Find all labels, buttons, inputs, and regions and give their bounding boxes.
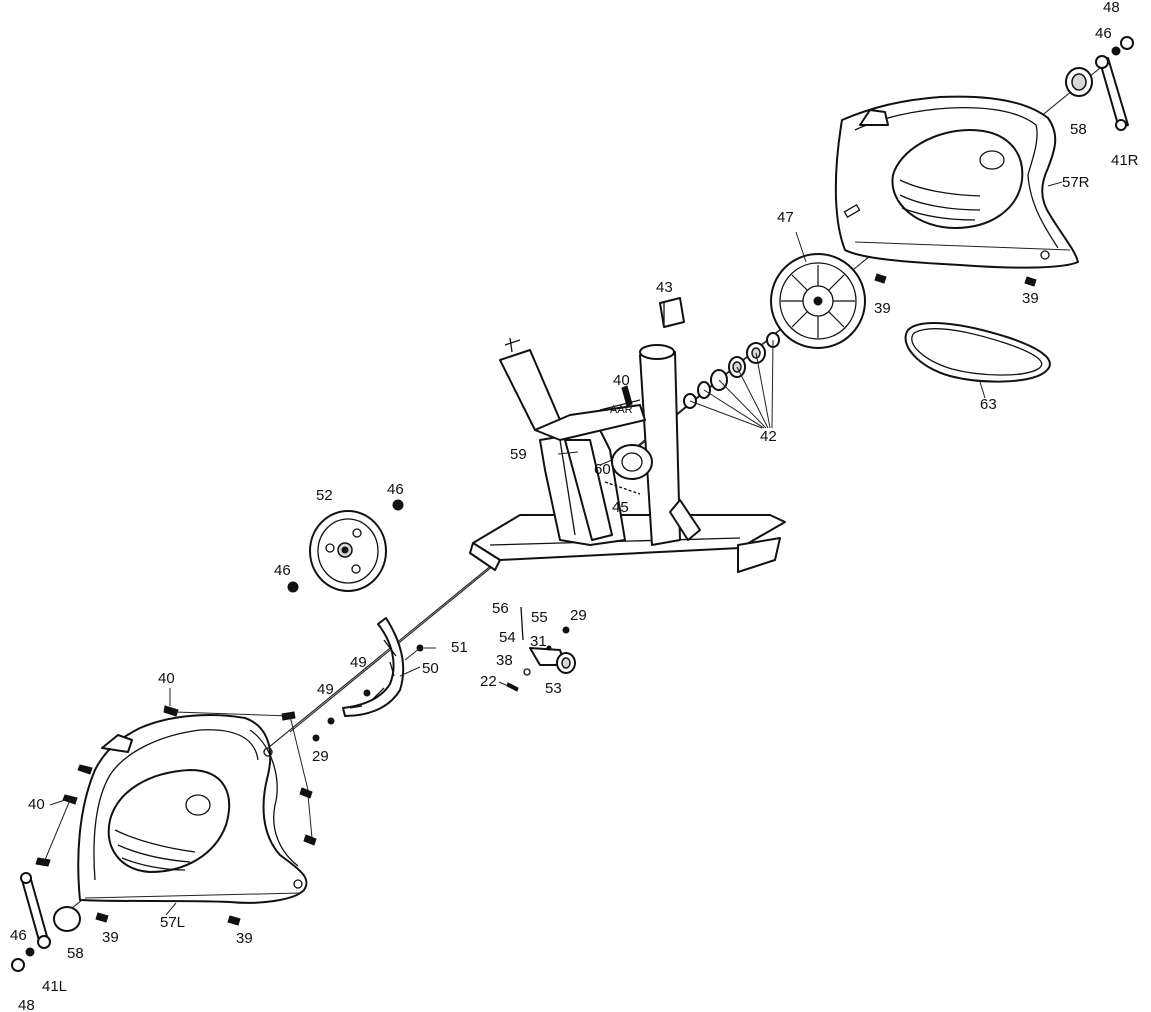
label-46-b: 46 [274,562,291,579]
drive-pulley-wheel [770,253,866,349]
tension-spring [604,481,641,495]
right-pedal-pulley [1065,67,1093,97]
label-57R: 57R [1062,174,1090,191]
bolt-56 [520,606,524,641]
label-46-bot: 46 [10,927,27,944]
label-29-r: 29 [570,607,587,624]
nut-49-a [363,689,371,697]
leader-lines-42 [689,339,774,429]
label-29-l: 29 [312,748,329,765]
label-49-b: 49 [317,681,334,698]
label-55: 55 [531,609,548,626]
bolt-40-mid [621,385,633,407]
magnet-bracket [342,617,405,717]
nut-31 [546,645,552,651]
label-22: 22 [480,673,497,690]
tension-arm-assembly [529,647,576,674]
svg-text:AAR: AAR [610,404,633,416]
screw-39-r2 [1024,276,1037,287]
nut-46-b [287,581,299,593]
right-side-cover [834,95,1079,269]
callout-leader-lines [49,181,1063,916]
label-53: 53 [545,680,562,697]
washer-38 [523,668,531,676]
left-cover-screws [35,705,317,867]
label-38: 38 [496,652,513,669]
label-48-bot: 48 [18,997,35,1012]
label-42: 42 [760,428,777,445]
foam-block [659,297,685,328]
label-46-a: 46 [387,481,404,498]
screw-39-l1 [95,912,109,923]
left-crank-arm [20,872,51,949]
label-60: 60 [594,461,611,478]
right-crank-nut [1120,36,1134,50]
label-43: 43 [656,279,673,296]
label-50: 50 [422,660,439,677]
label-58-right: 58 [1070,121,1087,138]
left-washer [25,947,35,957]
label-46-top: 46 [1095,25,1112,42]
label-31: 31 [530,633,547,650]
left-pedal-pulley [53,906,81,932]
right-crank-arm [1095,55,1129,131]
label-48-top: 48 [1103,0,1120,16]
nut-29-l [312,734,320,742]
label-59: 59 [510,446,527,463]
bolt-22 [506,682,519,692]
main-frame: AAR [469,337,786,573]
bearing-washer-stack [683,332,780,409]
label-39-r1: 39 [874,300,891,317]
label-40-mid: 40 [613,372,630,389]
label-51: 51 [451,639,468,656]
label-54: 54 [499,629,516,646]
label-63: 63 [980,396,997,413]
label-39-r2: 39 [1022,290,1039,307]
right-washer [1111,46,1121,56]
label-41R: 41R [1111,152,1139,169]
label-41L: 41L [42,978,67,995]
flywheel [309,510,387,592]
label-39-l2: 39 [236,930,253,947]
left-crank-nut [11,958,25,972]
screw-39-r1 [874,273,887,284]
nut-29-r [562,626,570,634]
label-57L: 57L [160,914,185,931]
label-56: 56 [492,600,509,617]
label-49-a: 49 [350,654,367,671]
label-40-top: 40 [158,670,175,687]
label-47: 47 [777,209,794,226]
label-58-left: 58 [67,945,84,962]
nut-46-a [392,499,404,511]
left-side-cover [77,714,308,904]
label-40-left: 40 [28,796,45,813]
screw-39-l2 [227,915,241,926]
label-39-l1: 39 [102,929,119,946]
drive-belt [904,322,1051,383]
nut-49-b [327,717,335,725]
label-45: 45 [612,499,629,516]
label-52: 52 [316,487,333,504]
callout-labels: 48 46 58 41R 57R 47 39 39 43 63 40 42 59… [10,0,1139,1012]
